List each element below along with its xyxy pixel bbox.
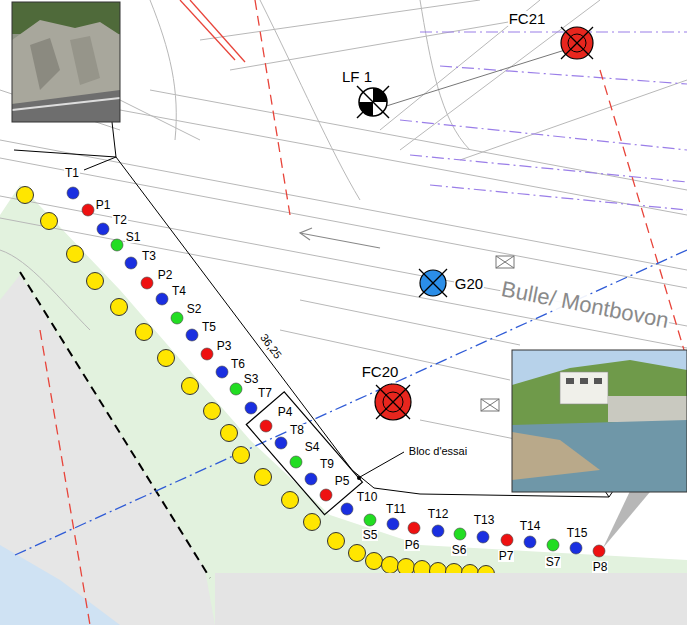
point-label-text: S6 <box>452 543 467 557</box>
point-label-text: S4 <box>305 440 320 454</box>
point-label-text: T4 <box>172 284 186 298</box>
dimension-label: 36,25 <box>258 331 285 361</box>
point-label-text: P3 <box>217 339 232 353</box>
borehole-label: FC21 <box>508 11 547 26</box>
point-label: P7 <box>498 550 515 562</box>
point-label-text: P8 <box>593 560 608 574</box>
dashed-boundary <box>20 272 210 578</box>
point-label: P8 <box>592 561 609 573</box>
point-label: S3 <box>243 373 260 385</box>
borehole-lf1 <box>357 86 389 118</box>
point-label-text: T11 <box>386 502 406 516</box>
map-lines <box>0 0 687 440</box>
point-label: T3 <box>141 250 157 262</box>
red-lines <box>40 0 687 625</box>
dam-photo <box>512 350 687 548</box>
point-label-text: T2 <box>113 213 127 227</box>
point-label-text: T8 <box>290 423 304 437</box>
point-label-text: P6 <box>405 538 420 552</box>
point-label: T15 <box>566 527 589 539</box>
point-label-text: S3 <box>244 372 259 386</box>
point-label: S6 <box>451 544 468 556</box>
yellow-anchors <box>17 187 495 583</box>
point-label-text: T1 <box>65 166 79 180</box>
borehole-g20 <box>419 269 447 297</box>
borehole-label-text: FC20 <box>362 363 399 380</box>
point-label-text: T9 <box>320 457 334 471</box>
rock-photo <box>12 2 120 170</box>
point-label-text: S5 <box>363 528 378 542</box>
point-label: T8 <box>289 424 305 436</box>
point-label: T13 <box>473 514 496 526</box>
point-label: S5 <box>362 529 379 541</box>
point-label: T9 <box>319 458 335 470</box>
grey-zone <box>0 275 215 625</box>
borehole-label: G20 <box>454 276 484 291</box>
point-label: T5 <box>201 321 217 333</box>
point-label-text: T5 <box>202 320 216 334</box>
borehole-label: LF 1 <box>341 69 373 84</box>
point-label-text: P5 <box>335 474 350 488</box>
point-label: S4 <box>304 441 321 453</box>
point-label-text: T15 <box>567 526 588 540</box>
point-label-text: P7 <box>499 549 514 563</box>
point-label: P2 <box>157 269 174 281</box>
point-label-text: T3 <box>142 249 156 263</box>
point-label: P5 <box>334 475 351 487</box>
point-label: T11 <box>385 503 407 515</box>
point-label-text: T10 <box>357 490 378 504</box>
dimension-line <box>116 157 609 497</box>
callout-label: Bloc d'essai <box>408 446 468 457</box>
point-label: T10 <box>356 491 379 503</box>
borehole-label: FC20 <box>361 364 400 379</box>
point-label: T6 <box>230 358 246 370</box>
point-label-text: P2 <box>158 268 173 282</box>
blue-axis <box>15 250 687 555</box>
point-label-text: T14 <box>520 519 541 533</box>
point-label: P6 <box>404 539 421 551</box>
point-label: T2 <box>112 214 128 226</box>
borehole-label-text: LF 1 <box>342 68 372 85</box>
point-label: T1 <box>64 167 80 179</box>
point-label: T4 <box>171 285 187 297</box>
point-label-text: T12 <box>428 507 449 521</box>
point-label: S1 <box>125 231 142 243</box>
road-name-text: Bulle/ Montbovon <box>499 276 671 333</box>
water <box>0 545 120 625</box>
point-label: T14 <box>519 520 542 532</box>
point-label-text: P1 <box>96 198 111 212</box>
point-label: T7 <box>257 387 273 399</box>
leader-line <box>360 452 404 477</box>
red-solid-lines <box>180 0 245 62</box>
borehole-fc20 <box>375 384 411 420</box>
link-line <box>380 50 565 108</box>
dimension-label-text: 36,25 <box>258 331 284 360</box>
point-label-text: T7 <box>258 386 272 400</box>
point-label-text: S1 <box>126 230 141 244</box>
point-label-text: P4 <box>278 405 293 419</box>
point-label: S7 <box>545 556 562 568</box>
borehole-label-text: FC21 <box>509 10 546 27</box>
bottom-band <box>215 573 687 625</box>
point-label: T12 <box>427 508 450 520</box>
point-label: P4 <box>277 406 294 418</box>
callout-label-text: Bloc d'essai <box>409 445 467 457</box>
purple-lines <box>400 32 687 210</box>
point-label-text: T6 <box>231 357 245 371</box>
test-block-frame <box>246 392 362 515</box>
point-label: P1 <box>95 199 112 211</box>
borehole-label-text: G20 <box>455 275 483 292</box>
point-label-text: T13 <box>474 513 495 527</box>
point-label: P3 <box>216 340 233 352</box>
point-label-text: S2 <box>187 302 202 316</box>
point-label: S2 <box>186 303 203 315</box>
point-label-text: S7 <box>546 555 561 569</box>
road-arrow <box>300 228 380 248</box>
borehole-fc21 <box>561 27 593 59</box>
